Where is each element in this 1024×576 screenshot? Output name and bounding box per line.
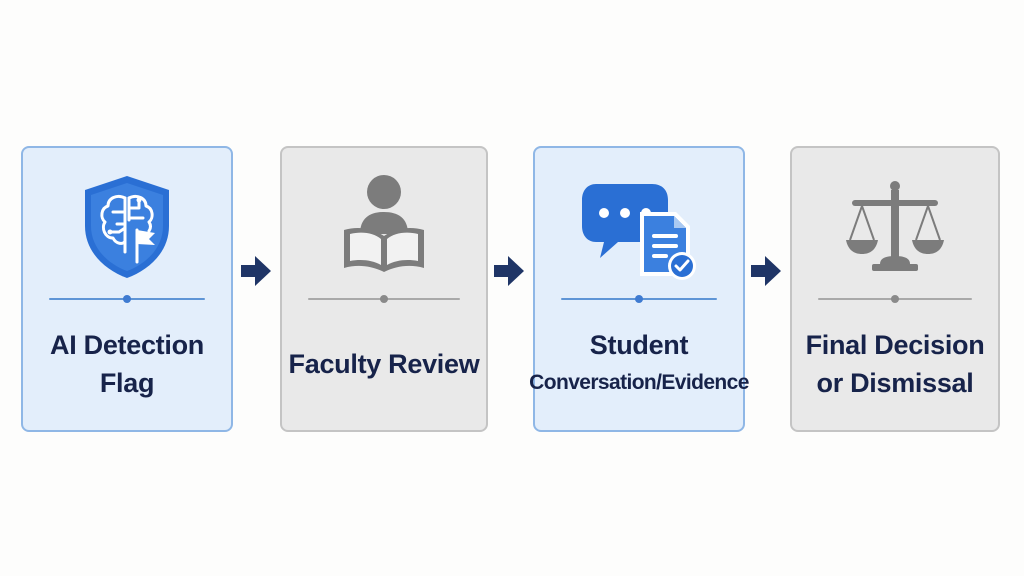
step-label-line: AI Detection: [50, 330, 204, 360]
shield-brain-flag-icon: [23, 168, 231, 286]
scales-of-justice-icon: [792, 168, 998, 286]
step-card-ai-detection-flag: AI Detection Flag: [21, 146, 233, 432]
step-label-student-conversation: Student Conversation/Evidence: [529, 308, 749, 420]
arrow-right-icon: [751, 256, 781, 286]
step-label-line: Flag: [99, 368, 155, 398]
step-label-line: Final Decision: [805, 330, 985, 360]
step-card-final-decision: Final Decision or Dismissal: [790, 146, 1000, 432]
step-label-line: Student: [589, 330, 689, 360]
step-label-faculty-review: Faculty Review: [288, 308, 480, 420]
step-divider: [49, 295, 205, 303]
step-label-line: Faculty Review: [288, 349, 480, 379]
step-card-student-conversation: Student Conversation/Evidence: [529, 146, 749, 432]
step-label-line: or Dismissal: [816, 368, 974, 398]
step-label-ai-detection-flag: AI Detection Flag: [29, 308, 225, 420]
step-divider: [561, 295, 717, 303]
step-divider: [818, 295, 972, 303]
step-label-final-decision: Final Decision or Dismissal: [798, 308, 992, 420]
step-card-faculty-review: Faculty Review: [280, 146, 488, 432]
step-divider: [308, 295, 460, 303]
arrow-right-icon: [241, 256, 271, 286]
person-reading-book-icon: [282, 168, 486, 286]
arrow-right-icon: [494, 256, 524, 286]
step-label-line: Conversation/Evidence: [529, 371, 749, 394]
chat-document-check-icon: [535, 168, 743, 286]
